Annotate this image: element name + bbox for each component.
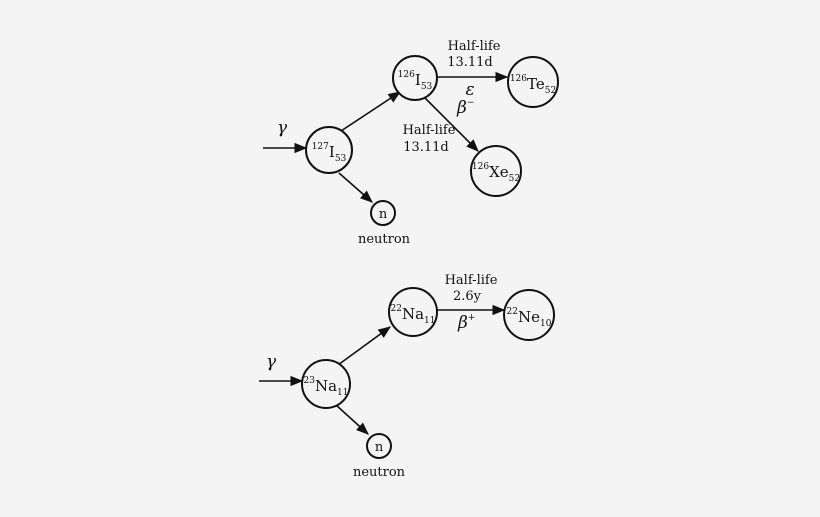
te126-atomic: 52 (545, 86, 556, 96)
ne22-symbol: Ne (518, 308, 540, 326)
ec-mode-symbol: ε (465, 80, 474, 100)
nucleus-i126: 126I53 (392, 55, 438, 101)
ne22-mass: 22 (507, 307, 518, 317)
i127-atomic: 53 (335, 154, 347, 164)
diagram-sodium: γ 23Na11 22Na11 22Ne10 (259, 273, 555, 480)
i126-symbol: I (415, 71, 421, 89)
svg-text:126Te52: 126Te52 (510, 74, 556, 96)
svg-text:126Xe52: 126Xe52 (472, 162, 520, 184)
na22-mass: 22 (391, 304, 402, 314)
svg-text:22Ne10: 22Ne10 (507, 307, 552, 329)
neutron-1: n neutron (358, 200, 411, 247)
beta-plus-halflife-label: Half-life (445, 273, 498, 288)
xe126-atomic: 52 (509, 174, 520, 184)
ec-halflife-label: Half-life (448, 39, 501, 54)
arrow-na23-to-neutron (335, 404, 369, 435)
xe126-mass: 126 (472, 162, 489, 172)
neutron-2-label: neutron (353, 465, 406, 480)
te126-symbol: Te (527, 75, 545, 93)
neutron-2: n neutron (353, 433, 406, 480)
svg-text:127I53: 127I53 (312, 142, 347, 164)
svg-text:22Na11: 22Na11 (391, 304, 436, 326)
arrow-i127-to-i126 (340, 91, 402, 132)
na23-mass: 23 (304, 376, 316, 386)
beta-plus-symbol: β+ (457, 313, 475, 333)
neutron-1-symbol: n (379, 207, 388, 222)
nucleus-i127: 127I53 (305, 126, 353, 174)
beta-plus-halflife-value: 2.6y (453, 289, 482, 304)
diagram-iodine: γ 127I53 126I53 126Te52 (263, 39, 559, 247)
xe126-symbol: Xe (489, 163, 509, 181)
i127-symbol: I (329, 143, 335, 161)
nucleus-xe126: 126Xe52 (470, 145, 522, 197)
gamma-symbol-2: γ (266, 352, 277, 372)
nucleus-te126: 126Te52 (507, 56, 559, 108)
arrow-i126-to-xe126 (424, 97, 479, 152)
ec-halflife-value: 13.11d (447, 55, 493, 70)
beta-minus-symbol: β− (456, 98, 474, 118)
neutron-2-symbol: n (375, 440, 384, 455)
i126-atomic: 53 (421, 82, 433, 92)
na22-symbol: Na (402, 305, 424, 323)
nucleus-na23: 23Na11 (301, 359, 351, 409)
i127-mass: 127 (312, 142, 329, 152)
te126-mass: 126 (510, 74, 527, 84)
na23-atomic: 11 (337, 388, 348, 398)
ne22-atomic: 10 (540, 319, 552, 329)
beta-minus-halflife-label: Half-life (403, 123, 456, 138)
nucleus-ne22: 22Ne10 (503, 289, 555, 341)
neutron-1-label: neutron (358, 232, 411, 247)
beta-minus-halflife-value: 13.11d (403, 140, 449, 155)
na23-symbol: Na (315, 377, 337, 395)
arrow-na23-to-na22 (337, 326, 392, 366)
svg-text:126I53: 126I53 (398, 70, 433, 92)
nucleus-na22: 22Na11 (388, 287, 438, 337)
i126-mass: 126 (398, 70, 415, 80)
na22-atomic: 11 (424, 316, 435, 326)
svg-text:23Na11: 23Na11 (304, 376, 349, 398)
gamma-symbol: γ (277, 118, 288, 138)
arrow-i127-to-neutron (338, 172, 373, 203)
